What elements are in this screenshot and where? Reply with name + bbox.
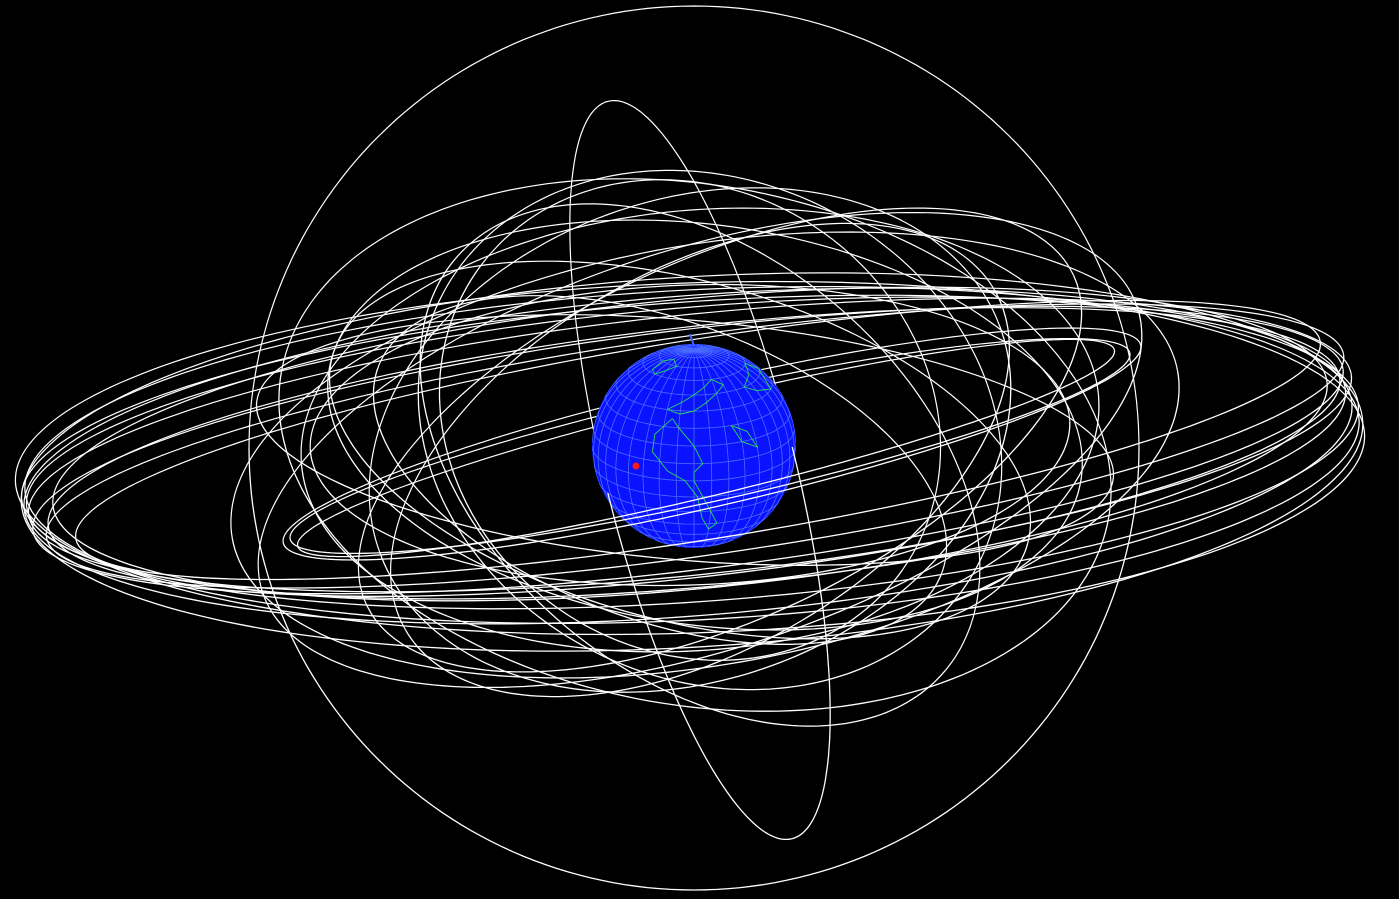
- orbit-path[interactable]: [309, 421, 1071, 587]
- orbit-path[interactable]: [296, 349, 1116, 558]
- graticule-meridian: [687, 344, 695, 351]
- graticule-meridian: [693, 345, 712, 351]
- orbit-path[interactable]: [289, 352, 1131, 555]
- orbit-path[interactable]: [14, 434, 1366, 636]
- orbit-path[interactable]: [417, 302, 983, 691]
- orbit-path[interactable]: [607, 446, 831, 841]
- orbit-path[interactable]: [280, 178, 1112, 518]
- graticule-meridian: [597, 349, 695, 520]
- orbit-path[interactable]: [27, 297, 1352, 515]
- orbit-path[interactable]: [405, 289, 1011, 698]
- orbit-path[interactable]: [261, 307, 1143, 689]
- orbit-path[interactable]: [377, 295, 948, 573]
- orbit-path[interactable]: [32, 369, 1344, 595]
- graticule-meridian: [603, 349, 695, 399]
- orbit-path[interactable]: [255, 402, 1115, 566]
- ground-station-marker[interactable]: [632, 462, 640, 470]
- north-pole-marker: [689, 333, 695, 347]
- graticule-meridian: [657, 347, 695, 352]
- orbit-path[interactable]: [231, 371, 1180, 679]
- orbit-path[interactable]: [25, 390, 1347, 600]
- graticule-meridian: [593, 349, 695, 488]
- graticule-meridian: [693, 349, 730, 548]
- orbit-path[interactable]: [23, 287, 1353, 509]
- coastline: [651, 358, 678, 375]
- orbit-path[interactable]: [327, 372, 1082, 631]
- earth-graticule: [592, 344, 796, 548]
- graticule-meridian: [693, 349, 783, 531]
- orbit-path[interactable]: [357, 207, 1075, 606]
- graticule-meridian: [627, 348, 695, 370]
- graticule-meridian: [641, 348, 695, 359]
- graticule-meridian: [667, 346, 695, 351]
- orbit-path[interactable]: [52, 382, 1328, 602]
- orbit-path[interactable]: [45, 354, 1345, 589]
- orbit-paths-back: [14, 5, 1366, 672]
- graticule-meridian: [693, 349, 773, 540]
- orbit-path[interactable]: [389, 222, 995, 631]
- orbit-path[interactable]: [75, 341, 1322, 581]
- graticule-meridian: [693, 344, 701, 351]
- graticule-meridian: [676, 345, 695, 351]
- orbit-path[interactable]: [14, 280, 1366, 482]
- graticule-meridian: [682, 344, 695, 351]
- graticule-meridian: [658, 349, 695, 548]
- graticule-meridian: [693, 349, 760, 544]
- graticule-meridian: [675, 350, 695, 548]
- orbit-path[interactable]: [379, 326, 1012, 693]
- orbit-path[interactable]: [328, 356, 1029, 640]
- orbit-path[interactable]: [365, 274, 1083, 673]
- orbit-path[interactable]: [74, 299, 1321, 539]
- graticule-meridian: [693, 348, 747, 359]
- orbit-path[interactable]: [278, 371, 1110, 712]
- orbit-path[interactable]: [368, 187, 1001, 554]
- graticule-meridian: [605, 349, 695, 531]
- orbit-path[interactable]: [21, 294, 1359, 499]
- orbit-path[interactable]: [248, 5, 1140, 449]
- graticule-meridian: [693, 344, 706, 351]
- graticule-meridian: [615, 349, 695, 540]
- orbit-path[interactable]: [47, 378, 1341, 597]
- orbit-path[interactable]: [331, 260, 1032, 544]
- orbit-path[interactable]: [569, 100, 793, 494]
- orbit-path[interactable]: [20, 420, 1364, 652]
- coastline: [743, 362, 772, 392]
- graticule-meridian: [592, 349, 695, 443]
- earth-globe[interactable]: [592, 333, 796, 548]
- orbit-path[interactable]: [52, 286, 1328, 506]
- orbit-path[interactable]: [476, 179, 942, 570]
- orbit-path[interactable]: [45, 303, 1345, 538]
- orbit-path[interactable]: [454, 203, 981, 672]
- orbit-path[interactable]: [300, 207, 1100, 465]
- orbit-path[interactable]: [230, 231, 1179, 539]
- orbit-path[interactable]: [248, 447, 1140, 891]
- orbit-paths-front: [14, 258, 1366, 891]
- coastline: [730, 425, 759, 448]
- orbit-path[interactable]: [282, 344, 1142, 561]
- graticule-meridian: [693, 349, 796, 443]
- graticule-meridian: [693, 348, 761, 370]
- coastline: [667, 378, 725, 415]
- orbit-path[interactable]: [23, 403, 1353, 625]
- graticule-meridian: [693, 349, 785, 399]
- orbit-path[interactable]: [372, 367, 943, 645]
- graticule-meridian: [693, 346, 721, 351]
- orbit-path[interactable]: [256, 314, 1115, 478]
- orbit-path[interactable]: [257, 212, 1139, 593]
- graticule-meridian: [693, 347, 731, 352]
- orbit-path[interactable]: [309, 283, 1071, 449]
- graticule-meridian: [693, 350, 713, 548]
- graticule-meridian: [642, 349, 695, 547]
- coastline: [651, 418, 718, 530]
- earth-coastlines: [651, 358, 772, 530]
- graticule-meridian: [693, 349, 746, 547]
- orbit-path[interactable]: [419, 258, 946, 727]
